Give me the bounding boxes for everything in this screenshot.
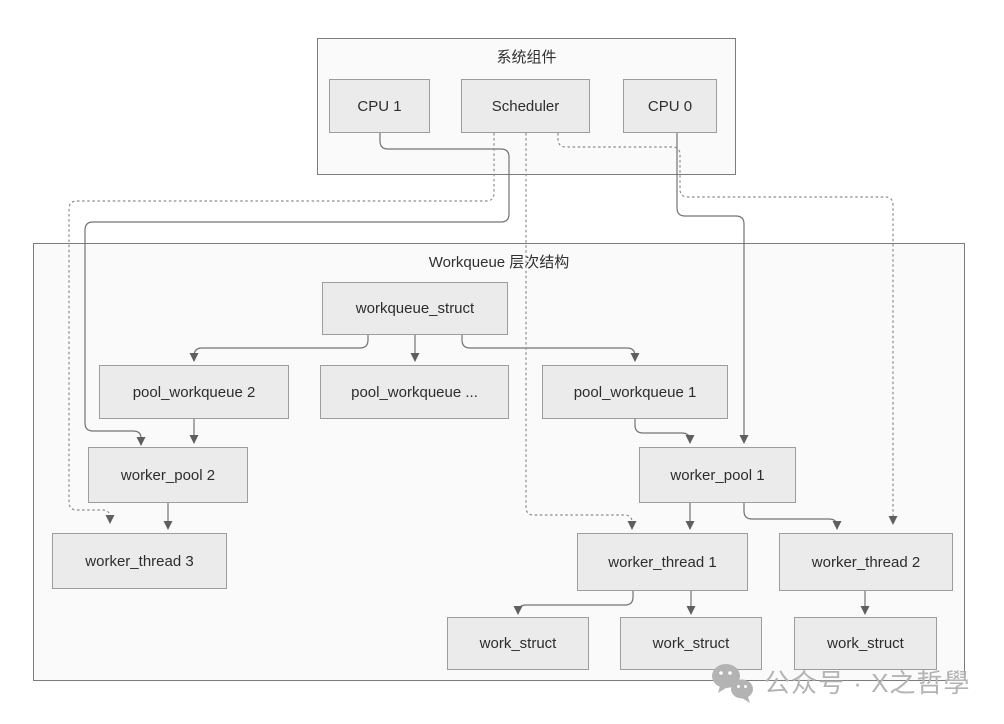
node-work-struct-c-label: work_struct (827, 635, 904, 652)
node-pool-workqueue-2: pool_workqueue 2 (99, 365, 289, 419)
node-scheduler: Scheduler (461, 79, 590, 133)
node-pool-workqueue-n-label: pool_workqueue ... (351, 383, 478, 401)
edge-pool-workqueue-1-to-worker-pool-1 (634, 419, 695, 444)
edge-workqueue-struct-to-pool-workqueue-1 (461, 335, 640, 362)
node-work-struct-b-label: work_struct (652, 635, 730, 652)
edge-cpu1-to-worker-pool-2 (84, 133, 510, 446)
edge-cpu0-to-worker-pool-1 (676, 133, 749, 444)
group-system-title: 系统组件 (496, 49, 557, 66)
node-cpu0: CPU 0 (623, 79, 717, 133)
node-cpu1-label: CPU 1 (357, 97, 402, 115)
node-work-struct-a-label: work_struct (479, 635, 557, 652)
node-worker-thread-3-label: worker_thread 3 (85, 552, 194, 570)
node-cpu0-label: CPU 0 (647, 97, 693, 115)
group-workqueue-title: Workqueue 层次结构 (428, 254, 570, 271)
node-scheduler-label: Scheduler (491, 97, 560, 115)
edge-workqueue-struct-to-pool-workqueue-2 (189, 335, 369, 362)
watermark-text: 公众号 · X之哲學 (764, 668, 971, 698)
watermark: 公众号 · X之哲學 (710, 662, 970, 704)
node-worker-pool-2-label: worker_pool 2 (120, 466, 216, 484)
node-worker-thread-1: worker_thread 1 (577, 533, 748, 591)
node-pool-workqueue-1-label: pool_workqueue 1 (573, 383, 697, 401)
node-pool-workqueue-2-label: pool_workqueue 2 (132, 383, 256, 401)
node-cpu1: CPU 1 (329, 79, 430, 133)
node-work-struct-b: work_struct (620, 617, 762, 670)
node-worker-thread-2-label: worker_thread 2 (811, 553, 921, 571)
node-work-struct-c: work_struct (794, 617, 937, 670)
edge-worker-pool-1-to-worker-thread-2 (743, 503, 842, 530)
edge-scheduler-to-worker-thread-2 (557, 133, 898, 525)
node-pool-workqueue-1: pool_workqueue 1 (542, 365, 728, 419)
edge-scheduler-to-worker-thread-1 (525, 133, 637, 530)
edge-worker-thread-1-to-work-struct-a (513, 591, 634, 615)
node-workqueue-struct: workqueue_struct (322, 282, 508, 335)
node-worker-pool-1: worker_pool 1 (639, 447, 796, 503)
node-pool-workqueue-n: pool_workqueue ... (320, 365, 509, 419)
node-worker-pool-1-label: worker_pool 1 (670, 466, 765, 484)
node-worker-thread-2: worker_thread 2 (779, 533, 953, 591)
node-worker-thread-1-label: worker_thread 1 (608, 553, 717, 571)
node-work-struct-a: work_struct (447, 617, 589, 670)
node-worker-pool-2: worker_pool 2 (88, 447, 248, 503)
edge-scheduler-to-worker-thread-3 (68, 133, 495, 524)
node-worker-thread-3: worker_thread 3 (52, 533, 227, 589)
wechat-icon (712, 664, 753, 703)
node-workqueue-struct-label: workqueue_struct (355, 300, 475, 317)
